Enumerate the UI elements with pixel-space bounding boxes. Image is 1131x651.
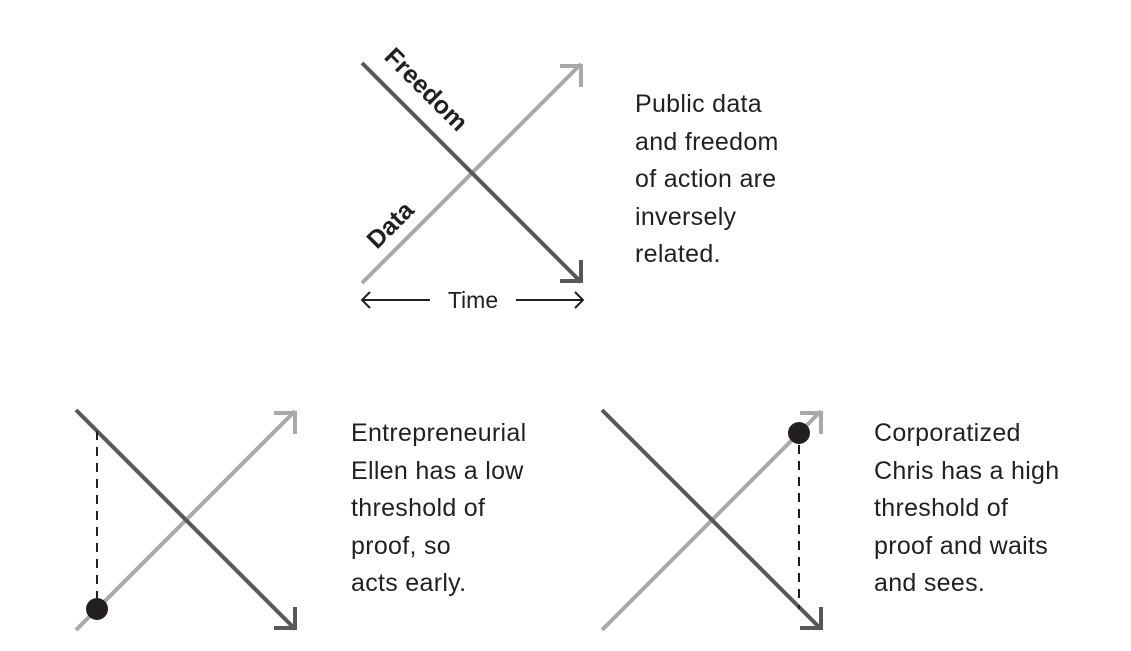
top-caption: Public data and freedom of action are in… bbox=[635, 90, 779, 268]
data-arrowhead-icon bbox=[800, 411, 823, 434]
data-arrowhead-icon bbox=[274, 411, 297, 434]
freedom-arrowhead-icon bbox=[274, 607, 297, 630]
bottom-left-diagram bbox=[74, 408, 297, 632]
time-label: Time bbox=[448, 287, 498, 313]
freedom-line bbox=[74, 408, 297, 631]
data-label: Data bbox=[361, 195, 420, 254]
bottom-right-diagram bbox=[600, 408, 823, 632]
data-arrowhead-icon bbox=[560, 64, 583, 87]
freedom-arrowhead-icon bbox=[560, 260, 583, 283]
freedom-label: Freedom bbox=[379, 42, 473, 136]
chris-caption: Corporatized Chris has a high threshold … bbox=[874, 419, 1060, 597]
freedom-line bbox=[600, 408, 823, 631]
time-right-arrowhead-icon bbox=[574, 291, 585, 309]
time-axis: Time bbox=[360, 287, 585, 313]
decision-point-dot bbox=[788, 422, 810, 444]
top-diagram: Freedom Data Time bbox=[360, 42, 585, 313]
time-left-arrowhead-icon bbox=[360, 291, 371, 309]
decision-point-dot bbox=[86, 598, 108, 620]
freedom-arrowhead-icon bbox=[800, 607, 823, 630]
freedom-line bbox=[360, 61, 583, 284]
ellen-caption: Entrepreneurial Ellen has a low threshol… bbox=[351, 419, 527, 597]
